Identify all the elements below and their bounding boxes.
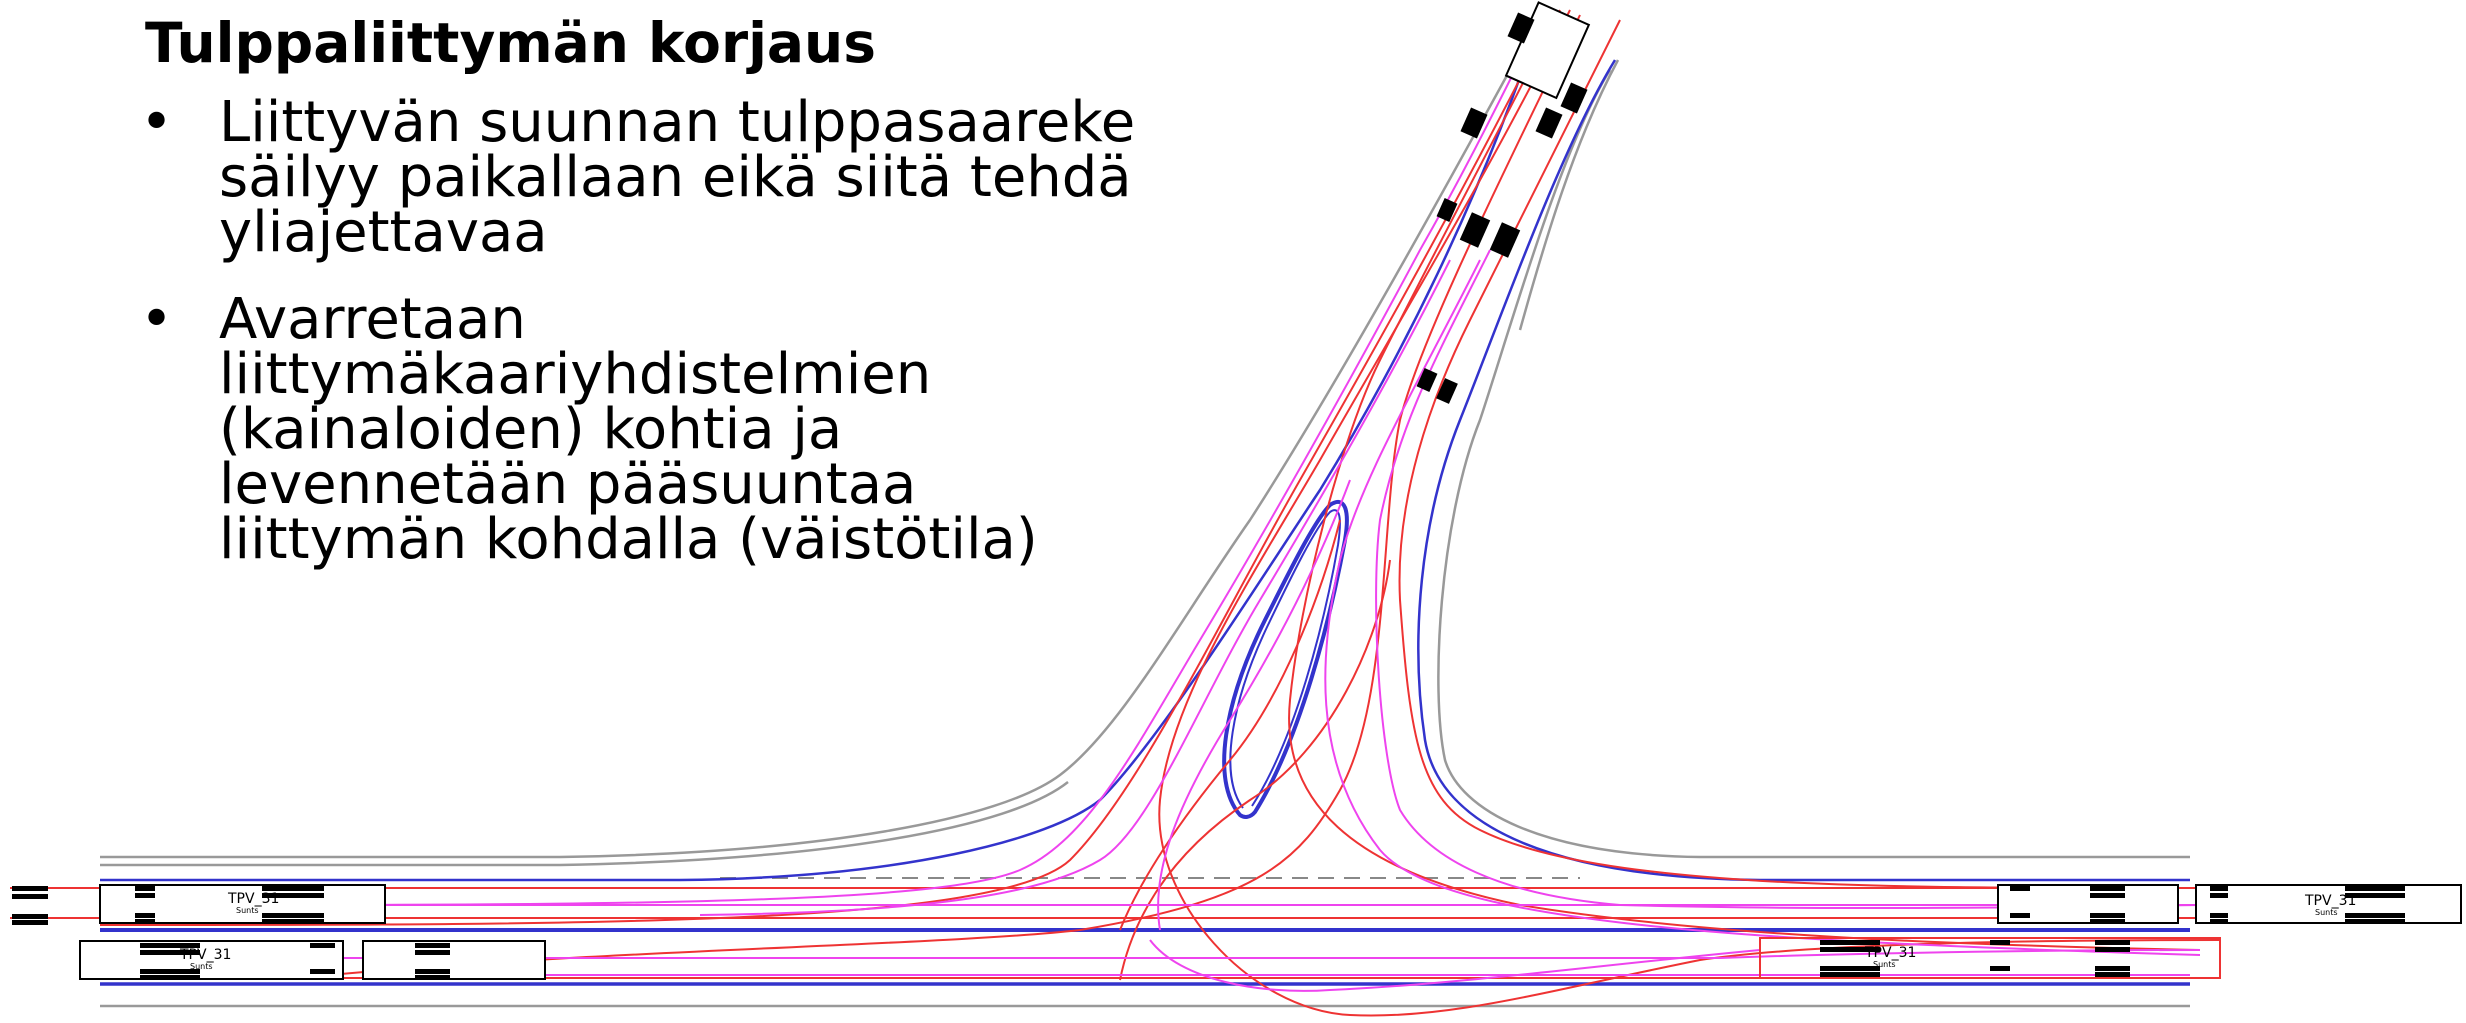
tulppa-island-outline: [1222, 499, 1349, 819]
vehicle-right-lower: [1759, 937, 2221, 979]
lane-edge-main-top: [100, 19, 1542, 882]
vehicle-path-swing: [1119, 559, 1391, 981]
vehicle-path-right-turn: [329, 14, 1581, 976]
wheel-path-turn-3: [1324, 259, 2201, 956]
vehicle-path-curve-bottom: [1119, 519, 1341, 931]
vehicle-label-3: TPV_31: [2304, 893, 2356, 909]
road-edge-top-right: [1437, 69, 2190, 859]
vehicle-left-lower-front: [79, 940, 344, 980]
bullet-text-1: Liittyvän suunnan tulppasaareke säilyy p…: [219, 90, 1136, 265]
bullet-marker: •: [140, 90, 174, 155]
vehicles: [79, 1, 2462, 980]
bullet-list: • Liittyvän suunnan tulppasaareke säilyy…: [140, 95, 1270, 599]
wheel-markers: [12, 12, 2405, 980]
bullet-item-1: • Liittyvän suunnan tulppasaareke säilyy…: [140, 90, 1270, 265]
wheel-path-turn-2: [699, 259, 1451, 916]
lane-edge-main-top-right: [1417, 59, 2190, 882]
road-edge-top-left-inner: [100, 781, 1069, 867]
vehicle-path-left-turn-out: [1158, 9, 2221, 1017]
slide-title: Tulppaliittymän korjaus: [145, 11, 876, 75]
vehicle-label-1: TPV_31: [227, 891, 279, 907]
bullet-text-2: Avarretaan liittymäkaariyhdistelmien (ka…: [219, 287, 1038, 572]
wheel-path-loop-bottom: [1149, 939, 1761, 992]
vehicle-left-lower-rear: [362, 940, 546, 980]
vehicle-right-upper-rear: [2195, 884, 2462, 924]
wheel-path-turn-5: [1375, 249, 2201, 910]
vehicle-labels: TPV_31 Sunts TPV_31 Sunts TPV_31 Sunts T…: [179, 891, 2356, 971]
wheel-paths: [100, 59, 2201, 992]
vehicle-label-1-sub: Sunts: [236, 906, 259, 915]
wheel-path-turn-1: [249, 59, 1521, 906]
lane-edges: [100, 19, 2190, 986]
vehicle-path-left-turn-in: [99, 9, 1556, 926]
vehicle-label-2: TPV_31: [179, 947, 231, 963]
vehicle-label-2-sub: Sunts: [190, 962, 213, 971]
road-edges: [100, 14, 2190, 1008]
wheel-path-turn-4: [1157, 479, 1351, 931]
vehicle-path-left-curve: [1288, 9, 2201, 951]
wheel-path-main-2: [340, 949, 2201, 959]
vehicle-label-4: TPV_31: [1864, 945, 1916, 961]
vehicle-label-4-sub: Sunts: [1873, 960, 1896, 969]
vehicle-path-right-in: [1398, 19, 2201, 890]
bullet-marker: •: [140, 287, 174, 352]
road-edge-top-left: [100, 14, 1542, 859]
bullet-item-2: • Avarretaan liittymäkaariyhdistelmien (…: [140, 287, 1270, 572]
tulppa-island-inner: [1229, 509, 1341, 809]
vehicle-label-3-sub: Sunts: [2315, 908, 2338, 917]
road-edge-branch-right-outer: [1518, 59, 1620, 331]
